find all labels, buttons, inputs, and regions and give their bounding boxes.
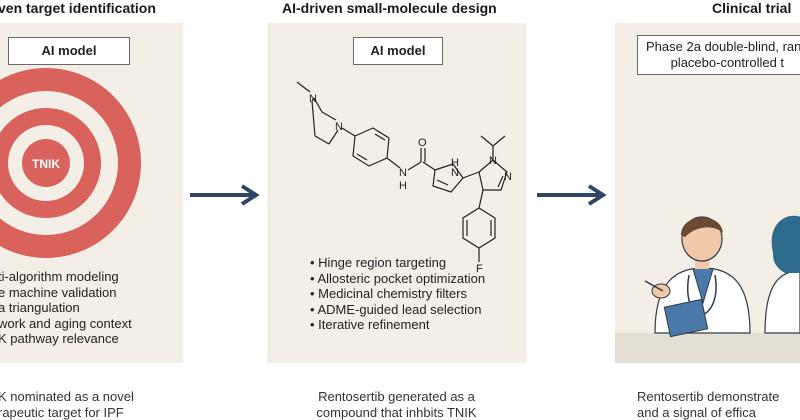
doctor-patient-illustration: [615, 163, 800, 363]
atom-label: N: [504, 171, 512, 183]
list-item: work and aging context: [0, 316, 132, 332]
trial-box-line: placebo-controlled t: [646, 55, 800, 71]
stage-2-caption: Rentosertib generated as a compound that…: [267, 389, 526, 420]
caption-line: and a signal of effica: [637, 405, 779, 420]
flow-arrow-2: [537, 183, 609, 207]
stage-2-bullets: • Hinge region targeting • Allosteric po…: [310, 255, 485, 333]
list-item: e machine validation: [0, 285, 132, 301]
atom-label: N: [335, 121, 343, 133]
list-item: • Medicinal chemistry filters: [310, 286, 485, 302]
stage-2-title: AI-driven small-molecule design: [282, 0, 497, 16]
list-item: • Iterative refinement: [310, 317, 485, 333]
list-item: a triangulation: [0, 300, 132, 316]
stage-1-caption: K nominated as a novel rapeutic target f…: [0, 389, 134, 420]
atom-label: N: [309, 93, 317, 105]
atom-label: H: [399, 180, 407, 192]
list-item: • ADME-guided lead selection: [310, 302, 485, 318]
stage-2-panel: AI model: [267, 23, 526, 363]
caption-line: Rentosertib demonstrate: [637, 389, 779, 405]
atom-label: N: [399, 167, 407, 179]
atom-label: N: [451, 167, 459, 179]
flow-arrow-1: [190, 183, 262, 207]
trial-design-box: Phase 2a double-blind, rand placebo-cont…: [637, 35, 800, 75]
caption-line: compound that inhbits TNIK: [267, 405, 526, 420]
target-label: TNIK: [32, 157, 60, 171]
caption-line: Rentosertib generated as a: [267, 389, 526, 405]
stage-1-title: ven target identification: [0, 0, 156, 16]
ai-model-chip: AI model: [353, 37, 443, 65]
atom-label: N: [489, 155, 497, 167]
stage-1-panel: AI model TNIK ti-algorithm modeling e ma…: [0, 23, 183, 363]
stage-3-title: Clinical trial: [712, 0, 791, 16]
list-item: • Allosteric pocket optimization: [310, 271, 485, 287]
caption-line: rapeutic target for IPF: [0, 405, 134, 420]
atom-label: O: [418, 137, 427, 149]
list-item: ti-algorithm modeling: [0, 269, 132, 285]
molecule-structure: N N O N H H N N N F: [267, 68, 526, 273]
stage-3-caption: Rentosertib demonstrate and a signal of …: [637, 389, 779, 420]
list-item: K pathway relevance: [0, 331, 132, 347]
trial-box-line: Phase 2a double-blind, rand: [646, 39, 800, 55]
list-item: • Hinge region targeting: [310, 255, 485, 271]
caption-line: K nominated as a novel: [0, 389, 134, 405]
stage-1-bullets: ti-algorithm modeling e machine validati…: [0, 269, 132, 347]
stage-3-panel: Phase 2a double-blind, rand placebo-cont…: [615, 23, 800, 363]
